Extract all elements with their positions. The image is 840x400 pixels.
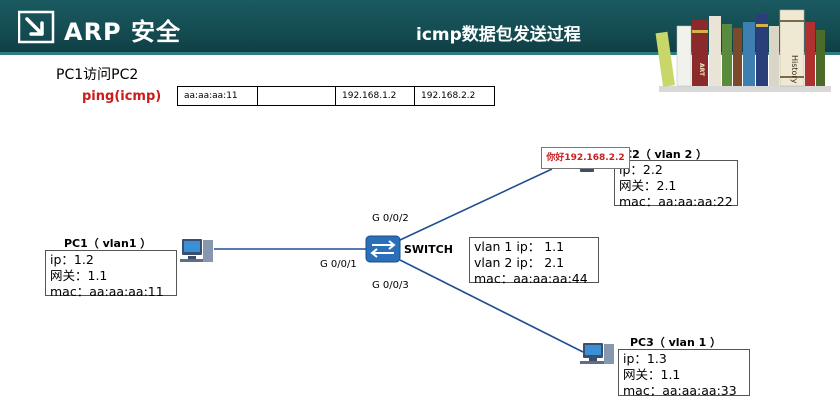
packet-dst-mac — [258, 87, 336, 105]
pc2-gateway: 网关：2.1 — [619, 178, 677, 193]
packet-header-table: aa:aa:aa:11 192.168.1.2 192.168.2.2 — [177, 86, 495, 106]
port-g001: G 0/0/1 — [320, 259, 357, 270]
packet-src-ip: 192.168.1.2 — [336, 87, 415, 105]
switch-vlan2-ip: vlan 2 ip： 2.1 — [474, 255, 565, 270]
pc3-computer-icon — [580, 343, 614, 364]
pc2-mac: mac：aa:aa:aa:22 — [619, 194, 733, 209]
pc1-gateway: 网关：1.1 — [50, 268, 108, 283]
pc1-ip: ip：1.2 — [50, 252, 94, 267]
pc2-info-box: ip：2.2 网关：2.1 mac：aa:aa:aa:22 — [614, 160, 738, 209]
pc1-computer-icon — [180, 239, 213, 262]
switch-mac: mac：aa:aa:aa:44 — [474, 271, 588, 286]
packet-src-mac: aa:aa:aa:11 — [178, 87, 258, 105]
switch-vlan1-ip: vlan 1 ip： 1.1 — [474, 239, 565, 254]
pc1-info-box: ip：1.2 网关：1.1 mac：aa:aa:aa:11 — [45, 250, 177, 299]
pc3-info-box: ip：1.3 网关：1.1 mac：aa:aa:aa:33 — [618, 349, 750, 398]
link-switch-pc3 — [399, 259, 584, 353]
pc2-title: C2（ vlan 2 ） — [624, 148, 708, 161]
header-underline — [0, 52, 840, 55]
page-title: ARP 安全 — [64, 18, 181, 46]
port-g003: G 0/0/3 — [372, 280, 409, 291]
switch-icon — [365, 235, 401, 263]
pc3-title: PC3（ vlan 1 ） — [630, 336, 722, 349]
book-spine-history: History — [790, 55, 799, 84]
pc1-mac: mac：aa:aa:aa:11 — [50, 284, 164, 299]
pc1-title: PC1（ vlan1 ） — [64, 237, 152, 250]
book-spine-art: ART — [698, 63, 705, 77]
switch-info-box: vlan 1 ip： 1.1 vlan 2 ip： 2.1 mac：aa:aa:… — [469, 237, 599, 286]
pc2-ip: ip：2.2 — [619, 162, 663, 177]
access-title: PC1访问PC2 — [56, 67, 139, 83]
pc3-gateway: 网关：1.1 — [623, 367, 681, 382]
packet-dst-ip: 192.168.2.2 — [421, 91, 476, 101]
pc3-ip: ip：1.3 — [623, 351, 667, 366]
arrow-logo-icon — [18, 10, 55, 44]
pc3-mac: mac：aa:aa:aa:33 — [623, 383, 737, 398]
ping-label: ping(icmp) — [82, 89, 162, 104]
books-illustration-icon: ART History — [655, 9, 831, 92]
port-g002: G 0/0/2 — [372, 213, 409, 224]
ping-callout: 你好192.168.2.2 — [541, 147, 630, 169]
switch-label: SWITCH — [404, 243, 453, 256]
page-subtitle: icmp数据包发送过程 — [416, 25, 581, 45]
link-switch-pc2 — [399, 168, 553, 241]
